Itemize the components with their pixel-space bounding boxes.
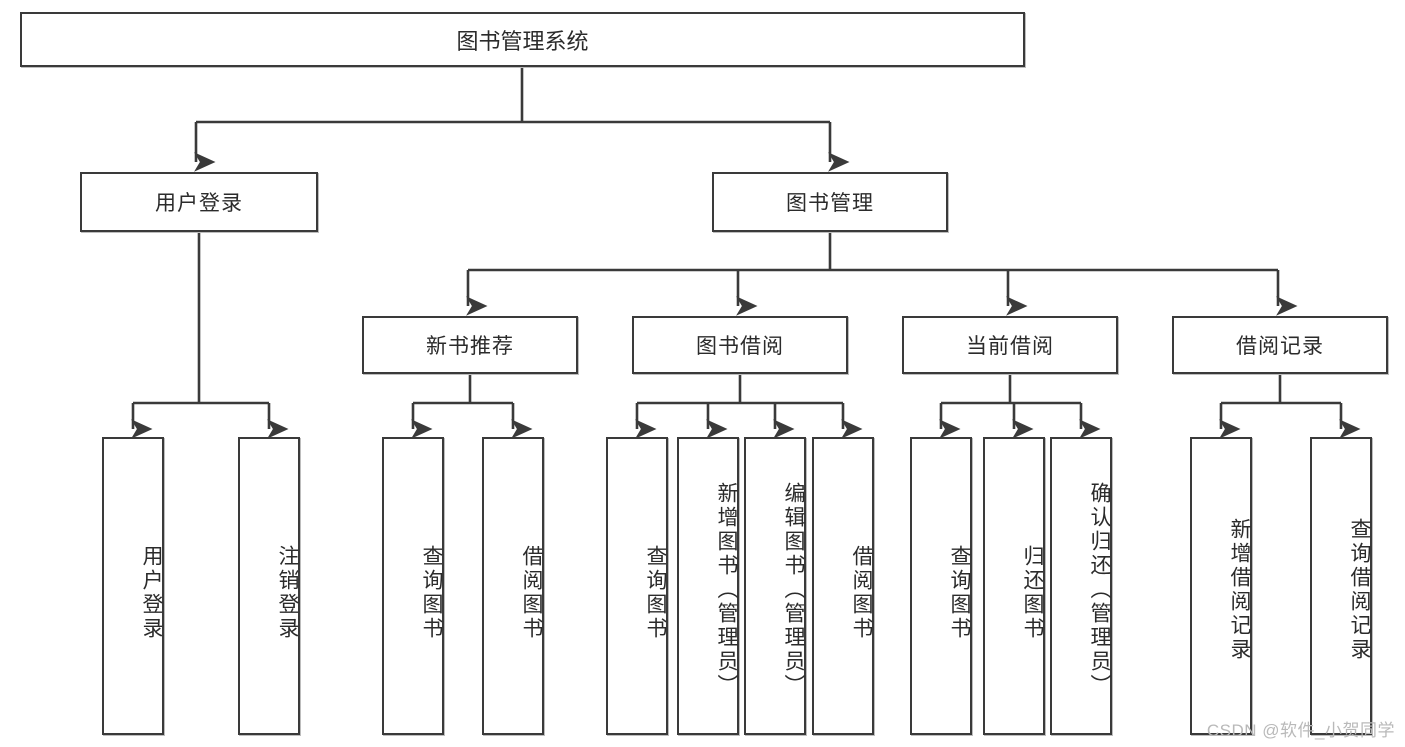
- node-current-borrow[interactable]: 当前借阅: [902, 316, 1118, 374]
- node-book-management[interactable]: 图书管理: [712, 172, 948, 232]
- leaf-confirm-return-admin[interactable]: 确认归还（管理员）: [1050, 437, 1112, 735]
- leaf-query-borrow-record[interactable]: 查询借阅记录: [1310, 437, 1372, 735]
- leaf-query-book-borrow[interactable]: 查询图书: [606, 437, 668, 735]
- leaf-query-book-current[interactable]: 查询图书: [910, 437, 972, 735]
- node-label: 查询图书: [420, 545, 443, 641]
- node-label: 图书管理: [786, 192, 874, 215]
- node-label: 确认归还（管理员）: [1088, 482, 1111, 698]
- watermark-text: CSDN @软件_小贺同学: [1206, 721, 1395, 740]
- node-borrow-record[interactable]: 借阅记录: [1172, 316, 1388, 374]
- node-label: 查询借阅记录: [1348, 518, 1371, 662]
- node-book-borrow[interactable]: 图书借阅: [632, 316, 848, 374]
- leaf-edit-book-admin[interactable]: 编辑图书（管理员）: [744, 437, 806, 735]
- node-root-system[interactable]: 图书管理系统: [20, 12, 1025, 67]
- node-user-login[interactable]: 用户登录: [80, 172, 318, 232]
- node-label: 查询图书: [948, 545, 971, 641]
- leaf-query-book-newbook[interactable]: 查询图书: [382, 437, 444, 735]
- node-label: 借阅记录: [1236, 335, 1324, 358]
- leaf-add-book-admin[interactable]: 新增图书（管理员）: [677, 437, 739, 735]
- leaf-user-login[interactable]: 用户登录: [102, 437, 164, 735]
- node-label: 归还图书: [1021, 545, 1044, 641]
- node-label: 借阅图书: [850, 545, 873, 641]
- leaf-lend-book[interactable]: 借阅图书: [812, 437, 874, 735]
- node-label: 新增借阅记录: [1228, 518, 1251, 662]
- leaf-return-book[interactable]: 归还图书: [983, 437, 1045, 735]
- node-label: 查询图书: [644, 545, 667, 641]
- node-label: 注销登录: [276, 545, 299, 641]
- node-label: 编辑图书（管理员）: [782, 482, 805, 698]
- node-label: 用户登录: [140, 545, 163, 641]
- node-label: 当前借阅: [966, 335, 1054, 358]
- node-label: 用户登录: [155, 192, 243, 215]
- leaf-add-borrow-record[interactable]: 新增借阅记录: [1190, 437, 1252, 735]
- node-label: 新增图书（管理员）: [715, 482, 738, 698]
- leaf-borrow-book-newbook[interactable]: 借阅图书: [482, 437, 544, 735]
- node-label: 图书管理系统: [456, 28, 589, 54]
- node-label: 图书借阅: [696, 335, 784, 358]
- node-new-book-recommend[interactable]: 新书推荐: [362, 316, 578, 374]
- leaf-logout[interactable]: 注销登录: [238, 437, 300, 735]
- node-label: 新书推荐: [426, 335, 514, 358]
- node-label: 借阅图书: [520, 545, 543, 641]
